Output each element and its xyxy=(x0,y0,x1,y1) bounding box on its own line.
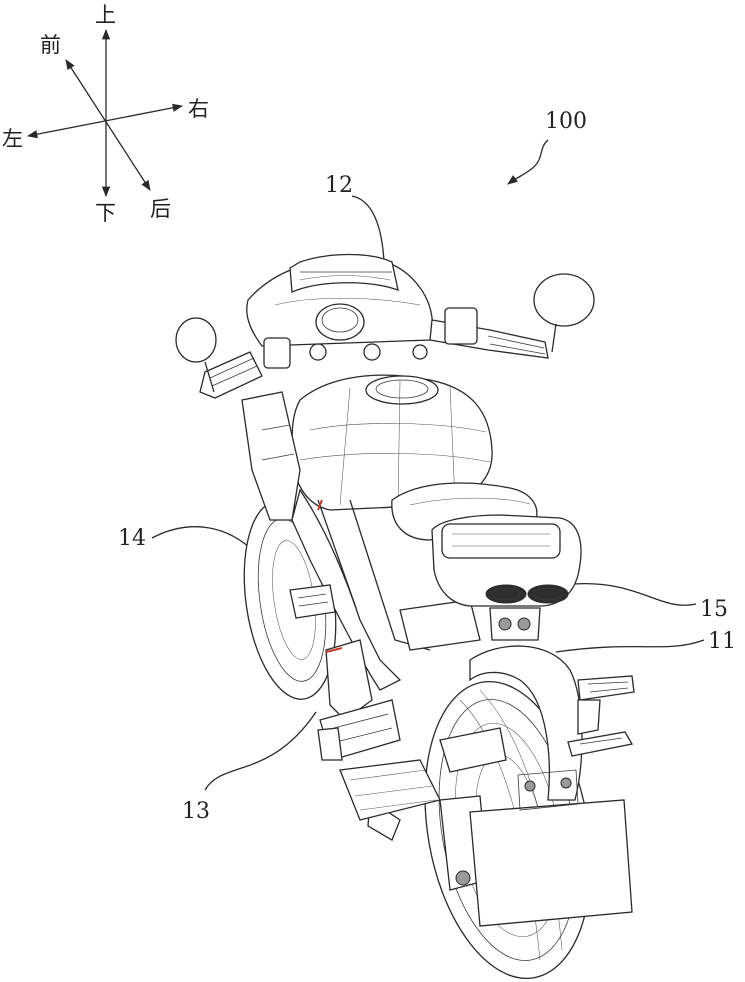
label-part-11: 11 xyxy=(708,629,736,654)
leader-14 xyxy=(151,526,259,557)
direction-down-label: 下 xyxy=(95,201,116,225)
frame xyxy=(241,391,481,691)
label-part-13: 13 xyxy=(182,799,210,824)
front-fairing xyxy=(246,253,433,347)
direction-right-label: 右 xyxy=(188,97,209,121)
direction-left-label: 左 xyxy=(2,127,23,151)
leader-12 xyxy=(351,195,385,263)
mirrors xyxy=(175,273,595,393)
leader-11 xyxy=(555,639,705,653)
rear-fender xyxy=(469,645,583,801)
leader-15 xyxy=(573,583,697,606)
direction-rear-label: 后 xyxy=(150,197,171,221)
label-assembly-100: 100 xyxy=(545,109,587,134)
direction-front-label: 前 xyxy=(40,33,61,57)
direction-indicator: 上 下 前 后 左 右 xyxy=(2,3,209,225)
motorcycle-drawing xyxy=(175,253,635,980)
handlebars xyxy=(199,307,549,399)
rear-footpegs xyxy=(567,675,635,757)
label-part-15: 15 xyxy=(700,597,728,622)
label-part-14: 14 xyxy=(118,526,146,551)
label-part-12: 12 xyxy=(325,173,353,198)
license-plate xyxy=(469,769,633,927)
direction-up-label: 上 xyxy=(95,3,116,27)
leader-100 xyxy=(507,139,549,185)
tail-light-unit xyxy=(431,514,582,641)
instrument-cluster xyxy=(315,303,365,341)
axis-front-rear xyxy=(65,59,151,191)
leader-13 xyxy=(204,711,317,791)
